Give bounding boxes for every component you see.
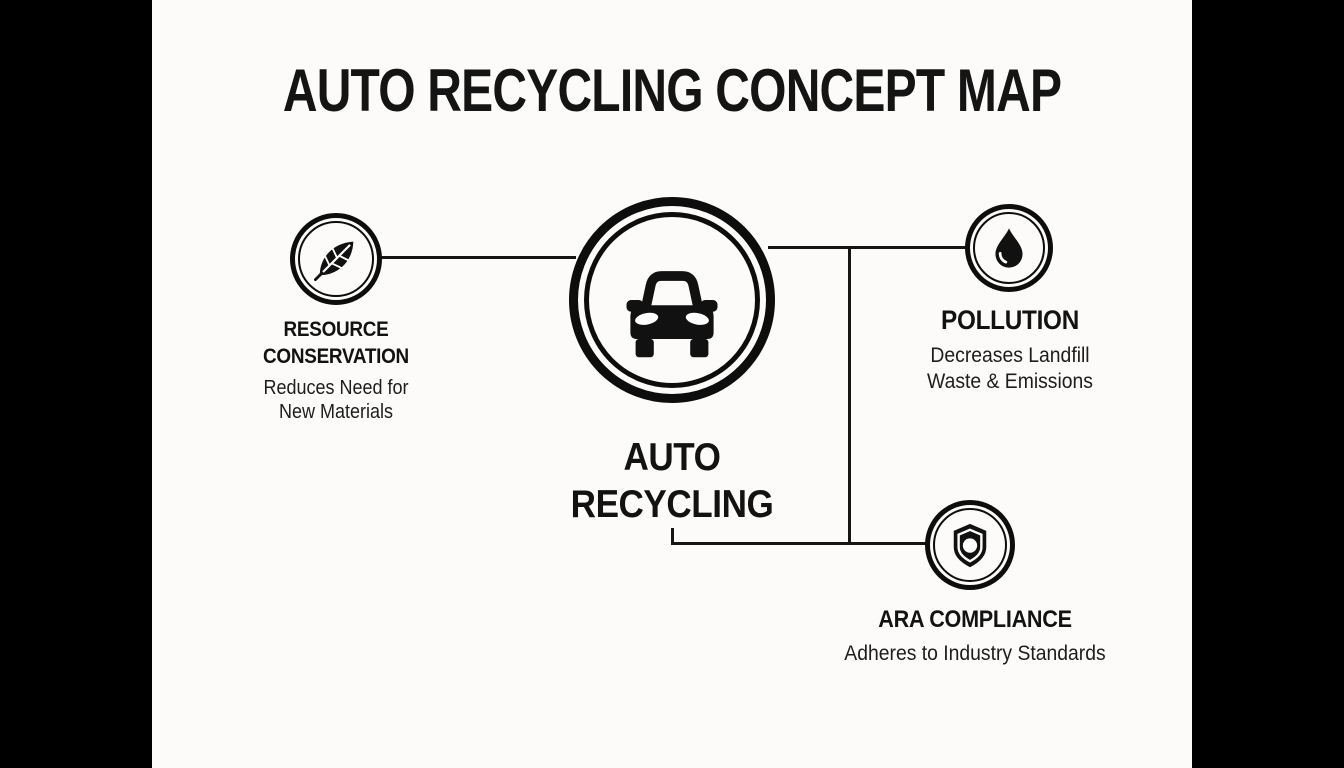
right-frame-bar <box>1192 0 1344 768</box>
connector-vertical-branch <box>848 247 851 544</box>
node-pollution: POLLUTION Decreases Landfill Waste & Emi… <box>884 303 1136 394</box>
center-node-label: AUTO RECYCLING <box>570 436 774 526</box>
node-resource-conservation: RESOURCE CONSERVATION Reduces Need for N… <box>210 316 462 424</box>
water-drop-icon <box>995 228 1023 268</box>
node-title: ARA COMPLIANCE <box>878 606 1072 633</box>
node-title: POLLUTION <box>941 305 1079 335</box>
node-subtitle: Decreases Landfill Waste & Emissions <box>927 343 1093 393</box>
node-resource-conservation-badge <box>290 213 382 305</box>
node-ara-compliance-badge <box>925 500 1015 590</box>
node-auto-recycling-badge <box>569 197 775 403</box>
shield-icon <box>953 523 987 568</box>
connector-to-compliance <box>671 542 928 545</box>
node-ara-compliance: ARA COMPLIANCE Adheres to Industry Stand… <box>840 604 1110 666</box>
connector-center-to-pollution <box>768 246 967 249</box>
node-title: RESOURCE CONSERVATION <box>263 318 409 368</box>
node-auto-recycling-label: AUTO RECYCLING <box>546 434 798 528</box>
node-subtitle: Adheres to Industry Standards <box>844 641 1106 665</box>
connector-label-stub <box>671 528 674 544</box>
connector-center-to-resource <box>378 256 576 259</box>
leaf-icon <box>314 241 354 281</box>
node-subtitle: Reduces Need for New Materials <box>263 377 409 423</box>
car-icon <box>626 271 718 358</box>
left-frame-bar <box>0 0 152 768</box>
page-title: AUTO RECYCLING CONCEPT MAP <box>282 57 1062 124</box>
node-pollution-badge <box>965 204 1053 292</box>
